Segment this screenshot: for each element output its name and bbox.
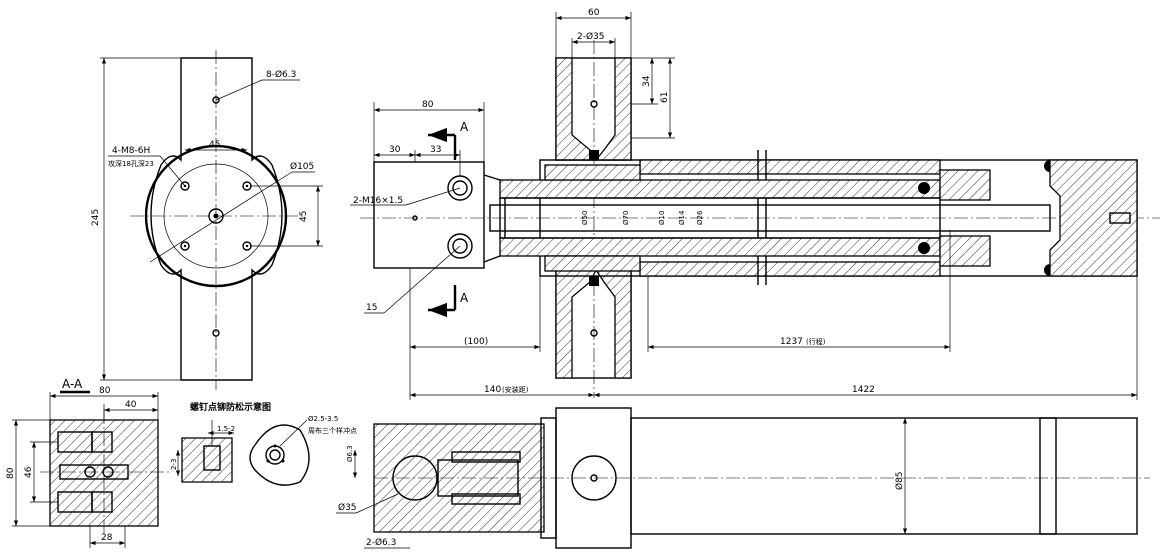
dim-side-phi35: Ø35 (338, 502, 357, 513)
section-mark-a-top: A (460, 120, 469, 134)
dim-2-m16: 2-M16×1.5 (353, 196, 403, 206)
dim-1237-note: (行程) (806, 337, 826, 346)
dim-30: 30 (389, 145, 401, 155)
dim-4-m8-note: 攻深18孔深23 (108, 159, 154, 168)
dim-1422: 1422 (852, 385, 875, 395)
side-view: Ø85 Ø6.3 Ø35 2-Ø6.3 (336, 407, 1150, 549)
dim-2-phi35: 2-Ø35 (577, 31, 605, 42)
end-view-outline (150, 57, 283, 381)
dim-80-top: 80 (422, 100, 434, 110)
dim-side-2-phi63: 2-Ø6.3 (366, 537, 396, 548)
cylinder-head (373, 161, 485, 269)
dim-8-phi63: 8-Ø6.3 (266, 69, 296, 80)
dim-45-v: 45 (299, 211, 309, 222)
section-aa-title: A-A (62, 377, 83, 391)
dim-15: 15 (366, 303, 377, 313)
side-barrel (630, 417, 1138, 535)
dim-61: 61 (660, 92, 670, 103)
dim-phi14: Ø14 (678, 210, 686, 225)
dim-60: 60 (588, 8, 600, 18)
dim-aa-40: 40 (125, 400, 137, 410)
dim-aa-46: 46 (24, 466, 34, 478)
dim-phi50: Ø50 (581, 211, 589, 225)
dim-33: 33 (430, 145, 441, 155)
dim-245: 245 (91, 209, 101, 226)
section-mark-a-bot: A (460, 291, 469, 305)
main-section-view: Ø50 Ø70 Ø10 Ø14 Ø26 60 2-Ø35 34 61 80 30… (350, 8, 1160, 400)
dim-phi25-35: Ø2.5-3.5 (308, 415, 338, 423)
dim-2-3: 2-3 (170, 459, 178, 470)
staking-detail: 螺钉点铆防松示意图 1.5-2 2-3 Ø2.5-3.5 周布三个样冲点 (170, 401, 357, 486)
dim-15-2: 1.5-2 (217, 425, 235, 433)
dim-4-m8: 4-M8-6H (112, 146, 150, 156)
dim-1237: 1237 (780, 337, 803, 347)
dim-side-phi63: Ø6.3 (346, 445, 354, 462)
dim-aa-80-v: 80 (6, 467, 16, 479)
dim-phi85: Ø85 (894, 471, 905, 490)
dim-aa-80: 80 (99, 386, 111, 396)
dim-phi10: Ø10 (658, 211, 666, 225)
dim-phi26: Ø26 (696, 210, 704, 225)
dim-phi105: Ø105 (290, 161, 314, 172)
end-view: 245 45 45 8-Ø6.3 Ø105 4-M8-6H 攻深18孔深23 (91, 50, 323, 390)
dim-phi25-35-note: 周布三个样冲点 (308, 426, 357, 435)
dim-140: 140 (484, 385, 501, 395)
dim-aa-28: 28 (101, 533, 113, 543)
dim-45-h: 45 (209, 140, 220, 150)
dim-140-note: (安装距) (502, 385, 529, 394)
dim-phi70: Ø70 (622, 211, 630, 225)
section-aa-view: A-A 80 40 80 46 28 (6, 377, 170, 548)
detail-title: 螺钉点铆防松示意图 (190, 401, 271, 413)
dim-34: 34 (642, 75, 652, 87)
dim-100: (100) (464, 337, 488, 347)
